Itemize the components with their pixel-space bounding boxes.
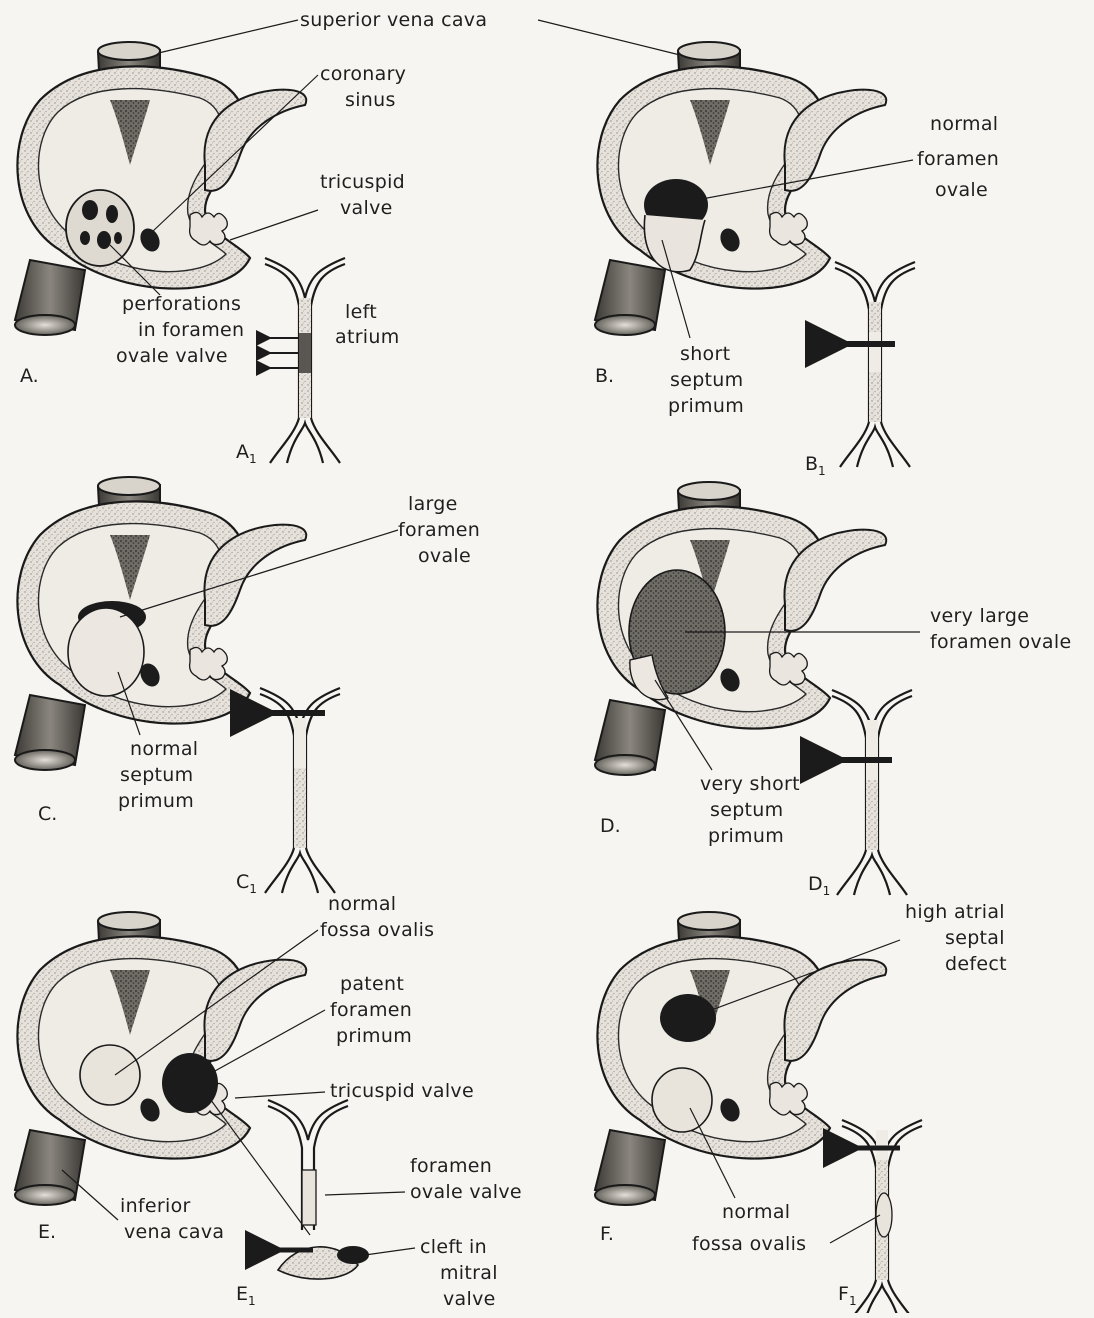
e-valve-label-2: ovale valve [410, 1181, 522, 1203]
e-cleft-label-2: mitral [440, 1262, 498, 1284]
b-foramen-label-2: foramen [917, 148, 999, 170]
superior-vena-cava-label: superior vena cava [300, 9, 487, 31]
e-cleft-label-1: cleft in [420, 1236, 487, 1258]
normal-fossa-ovalis-f [652, 1068, 712, 1132]
left-atrium-label-1: left [345, 301, 377, 323]
e-primum-label-3: primum [336, 1025, 412, 1047]
perforations-label-2: in foramen [138, 319, 244, 341]
panel-a1-letter: A1 [236, 441, 257, 466]
b-septum-label-3: primum [668, 395, 744, 417]
panel-c: large foramen ovale normal septum primum… [15, 477, 480, 896]
panel-d: very large foramen ovale very short sept… [595, 482, 1071, 898]
perforations-label-1: perforations [122, 293, 241, 315]
e-primum-label-2: foramen [330, 999, 412, 1021]
e-primum-label-1: patent [340, 973, 404, 995]
panel-b: normal foramen ovale short septum primum… [595, 42, 999, 478]
patent-foramen-primum [162, 1053, 218, 1113]
f-fossa-label-2: fossa ovalis [692, 1233, 806, 1255]
panel-e: normal fossa ovalis patent foramen primu… [15, 893, 522, 1310]
svc-leader-b [538, 20, 680, 55]
panel-f: high atrial septal defect normal fossa o… [595, 901, 1007, 1313]
b-foramen-label-1: normal [930, 113, 998, 135]
panel-a-letter: A. [20, 365, 39, 387]
left-atrium-label-2: atrium [335, 326, 400, 348]
panel-a: coronary sinus tricuspid valve perforati… [15, 42, 406, 466]
e-valve-label-1: foramen [410, 1155, 492, 1177]
e-cleft-label-3: valve [443, 1288, 496, 1310]
tricuspid-label-2: valve [340, 197, 393, 219]
c-foramen-label-2: foramen [398, 519, 480, 541]
normal-fossa-ovalis-e [80, 1045, 140, 1105]
e-fossa-label-1: normal [328, 893, 396, 915]
panel-e-letter: E. [38, 1221, 56, 1243]
f-defect-label-1: high atrial [905, 901, 1005, 923]
d-septum-label-3: primum [708, 825, 784, 847]
panel-f-letter: F. [600, 1223, 614, 1245]
panel-e1-letter: E1 [236, 1283, 256, 1308]
perforated-valve [66, 190, 134, 266]
e-ivc-label-1: inferior [120, 1195, 191, 1217]
coronary-label-2: sinus [345, 89, 396, 111]
f-defect-label-3: defect [945, 953, 1007, 975]
d-foramen-label-1: very large [930, 605, 1029, 627]
c-foramen-label-1: large [408, 493, 458, 515]
perforations-label-3: ovale valve [116, 345, 228, 367]
panel-b-letter: B. [595, 365, 614, 387]
b-septum-label-2: septum [670, 369, 743, 391]
c-septum-label-2: septum [120, 764, 193, 786]
panel-b1-letter: B1 [805, 453, 826, 478]
d-foramen-label-2: foramen ovale [930, 631, 1071, 653]
high-atrial-septal-defect [660, 994, 716, 1042]
panel-d1-letter: D1 [808, 873, 830, 898]
f-fossa-label-1: normal [722, 1201, 790, 1223]
panel-f1-letter: F1 [838, 1283, 857, 1308]
e-ivc-label-2: vena cava [124, 1221, 224, 1243]
tricuspid-label-1: tricuspid [320, 171, 405, 193]
e-tricuspid-label: tricuspid valve [330, 1080, 474, 1102]
c-septum-label-1: normal [130, 738, 198, 760]
c-foramen-label-3: ovale [418, 545, 471, 567]
d-septum-label-1: very short [700, 773, 800, 795]
panel-c-letter: C. [38, 803, 57, 825]
panel-d-letter: D. [600, 815, 621, 837]
f-defect-label-2: septal [945, 927, 1005, 949]
b-foramen-label-3: ovale [935, 179, 988, 201]
d-septum-label-2: septum [710, 799, 783, 821]
b-septum-label-1: short [680, 343, 730, 365]
panel-c1-letter: C1 [236, 871, 257, 896]
svc-leader-a [150, 20, 298, 55]
c-septum-label-3: primum [118, 790, 194, 812]
e-fossa-label-2: fossa ovalis [320, 919, 434, 941]
coronary-label-1: coronary [320, 63, 406, 85]
